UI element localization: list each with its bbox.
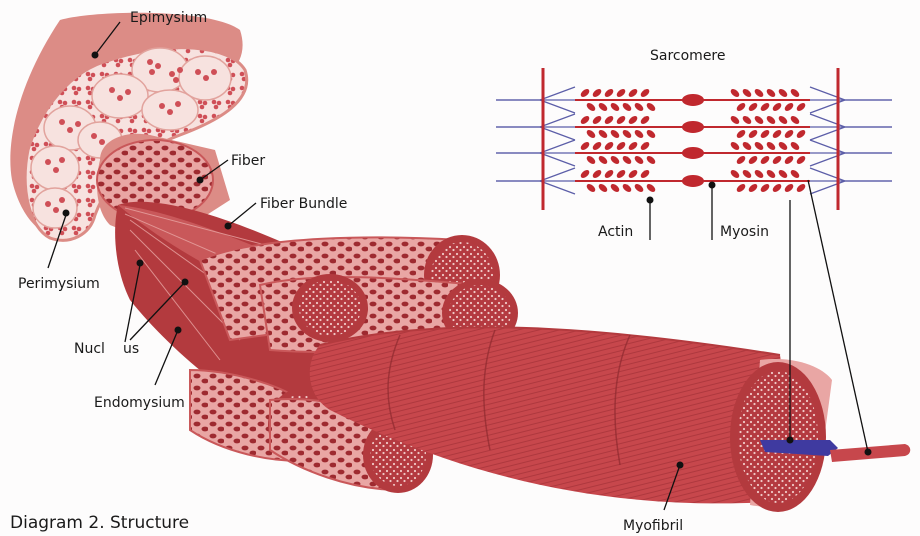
- label-sarcomere: Sarcomere: [650, 48, 726, 64]
- label-perimysium: Perimysium: [18, 276, 100, 292]
- label-endomysium: Endomysium: [94, 395, 185, 411]
- label-myofibril: Myofibril: [623, 518, 683, 534]
- label-myosin: Myosin: [720, 224, 769, 240]
- label-nucleus-part2: us: [123, 341, 139, 357]
- label-fiber-bundle: Fiber Bundle: [260, 196, 347, 212]
- diagram-caption: Diagram 2. Structure: [10, 513, 189, 533]
- label-actin: Actin: [598, 224, 633, 240]
- sarcomere-diagram: [496, 68, 892, 210]
- label-nucleus-part1: Nucl: [74, 341, 105, 357]
- label-epimysium: Epimysium: [130, 10, 207, 26]
- label-fiber: Fiber: [231, 153, 265, 169]
